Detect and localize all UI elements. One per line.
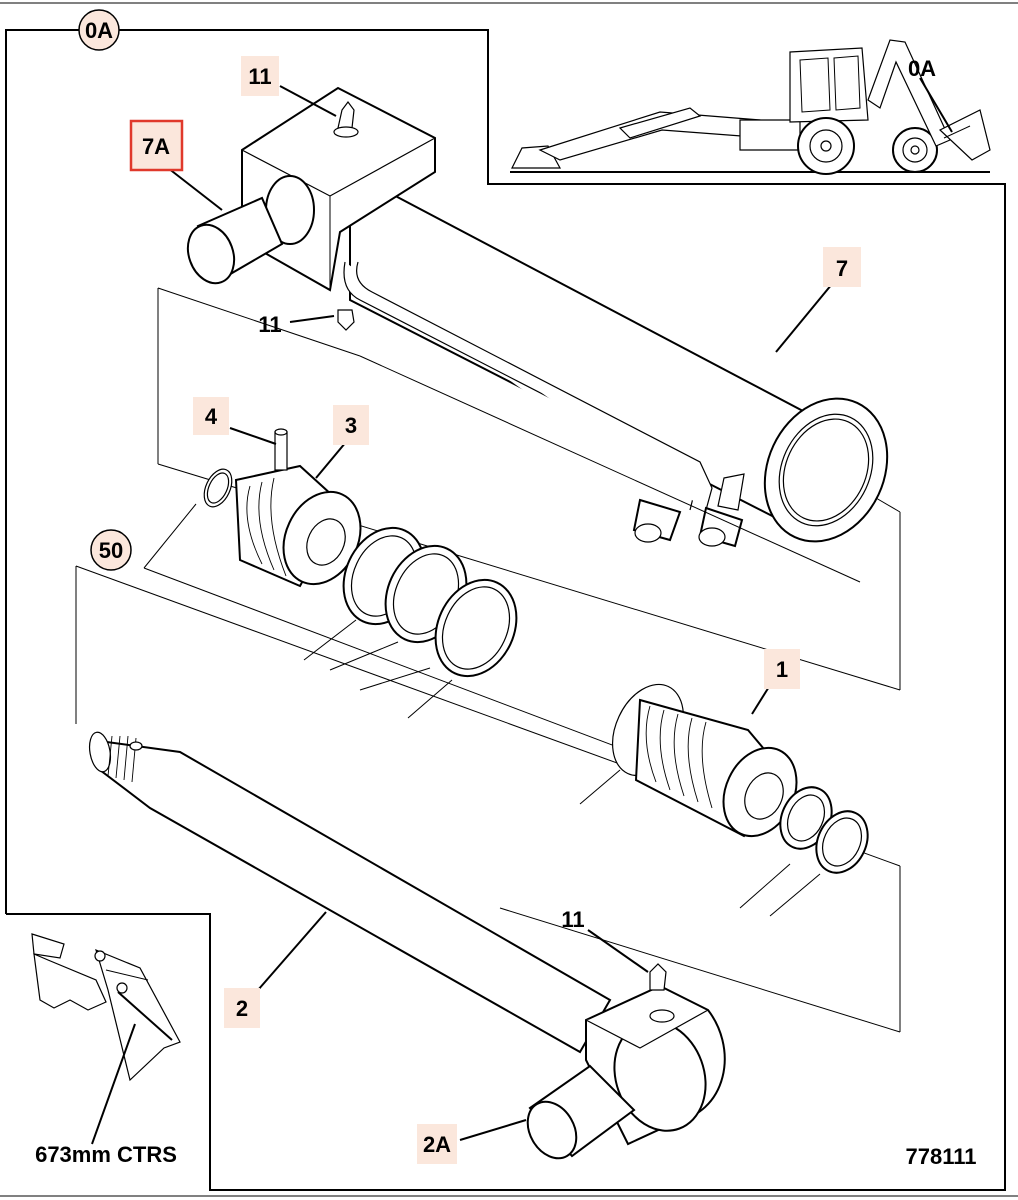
svg-text:11: 11 <box>258 312 281 337</box>
svg-text:7A: 7A <box>142 134 170 159</box>
svg-text:7: 7 <box>836 256 848 281</box>
drawing-number: 778111 <box>906 1144 977 1169</box>
callout-50[interactable]: 50 <box>90 529 132 571</box>
callout-leaders <box>167 85 833 1141</box>
callout-7[interactable]: 7 <box>823 247 861 287</box>
callout-3[interactable]: 3 <box>333 405 369 445</box>
svg-text:11: 11 <box>248 64 271 89</box>
callout-1[interactable]: 1 <box>764 649 800 689</box>
frame-label-0a[interactable]: 0A <box>78 9 120 51</box>
callout-11-middle: 11 <box>258 312 281 337</box>
inset-label-0a[interactable]: 0A <box>908 56 936 81</box>
callout-11-bottom: 11 <box>561 907 584 932</box>
piston-part-3 <box>203 428 518 719</box>
svg-text:2A: 2A <box>423 1132 451 1157</box>
mounting-detail-illustration <box>31 933 181 1082</box>
svg-text:2: 2 <box>236 996 248 1021</box>
gland-part-1 <box>612 683 869 874</box>
svg-text:4: 4 <box>205 404 218 429</box>
callout-7a[interactable]: 7A <box>129 119 184 172</box>
callout-2a[interactable]: 2A <box>417 1124 457 1164</box>
svg-text:0A: 0A <box>85 18 113 43</box>
svg-text:11: 11 <box>561 907 584 932</box>
svg-text:3: 3 <box>345 413 357 438</box>
dimension-note: 673mm CTRS <box>35 1142 177 1167</box>
backhoe-loader-illustration <box>510 39 991 175</box>
svg-text:1: 1 <box>776 657 788 682</box>
cylinder-barrel-part-7 <box>186 86 889 548</box>
dimension-leader <box>91 1023 136 1145</box>
callout-11-top[interactable]: 11 <box>241 56 279 96</box>
callout-4[interactable]: 4 <box>193 397 229 435</box>
svg-text:0A: 0A <box>908 56 936 81</box>
piston-rod-part-2 <box>88 731 726 1160</box>
callout-2[interactable]: 2 <box>224 988 260 1028</box>
svg-text:50: 50 <box>99 538 123 563</box>
